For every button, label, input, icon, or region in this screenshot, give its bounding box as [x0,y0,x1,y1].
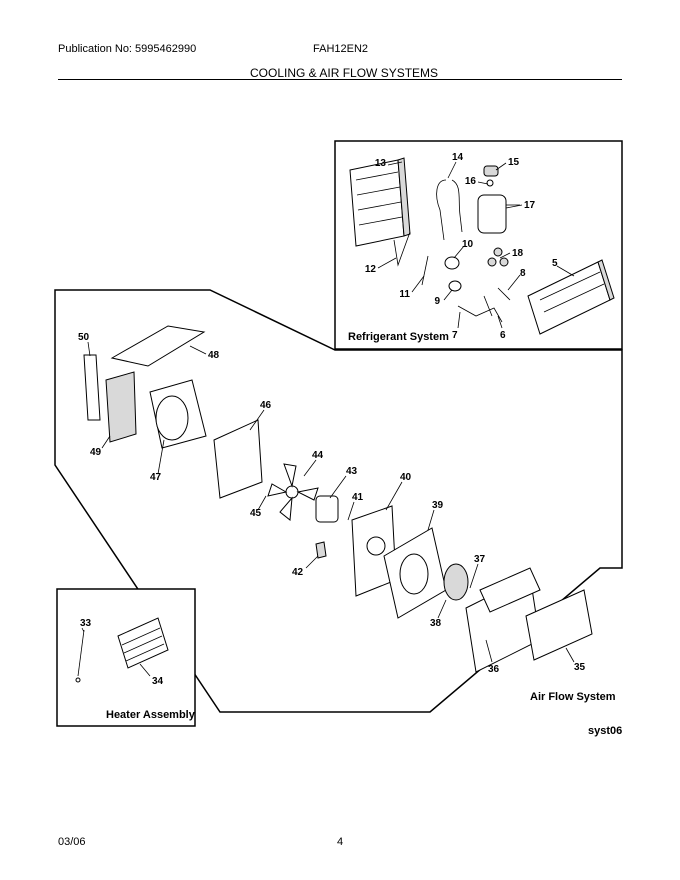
gasket-50 [83,354,101,421]
fan-blade-44 [267,463,319,521]
publication-number: Publication No: 5995462990 [58,43,197,55]
footer-date: 03/06 [58,836,86,848]
callout-40: 40 [400,472,412,483]
callout-34: 34 [152,676,164,687]
footer-page-number: 4 [337,836,344,848]
callout-49: 49 [90,447,102,458]
refrigerant-tube-14 [436,179,463,241]
callout-48: 48 [208,350,220,361]
callout-33: 33 [80,618,92,629]
orifice-39 [383,527,447,619]
callout-44: 44 [312,450,324,461]
overload-clamp [444,256,462,292]
diagram-code: syst06 [588,725,622,737]
callout-15: 15 [508,157,520,168]
callout-43: 43 [346,466,358,477]
callout-42: 42 [292,567,304,578]
callout-9: 9 [434,296,440,307]
grille-35 [525,589,593,661]
callout-50: 50 [78,332,90,343]
callout-45: 45 [250,508,262,519]
refrigerant-system-box [334,140,623,350]
callout-13: 13 [375,158,387,169]
callout-41: 41 [352,492,364,503]
callout-5: 5 [552,258,558,269]
heater-wire-33 [75,629,85,683]
scroll-46 [213,419,263,499]
callout-7: 7 [452,330,458,341]
compressor [477,165,520,234]
evaporator-coil [349,157,411,247]
callout-14: 14 [452,152,464,163]
panel-48 [110,325,206,367]
title-rule [58,79,622,80]
callout-10: 10 [462,239,474,250]
refrigerant-system-label: Refrigerant System [348,331,449,343]
grommets-18 [487,247,509,267]
callout-17: 17 [524,200,536,211]
motor-43 [315,495,339,523]
callout-11: 11 [399,289,410,300]
filter-49 [105,371,137,443]
heater-assembly-label: Heater Assembly [106,709,196,721]
callout-37: 37 [474,554,486,565]
heater-element-34 [117,617,169,669]
callout-12: 12 [365,264,377,275]
callout-47: 47 [150,472,162,483]
callout-18: 18 [512,248,524,259]
callout-6: 6 [500,330,506,341]
section-title: COOLING & AIR FLOW SYSTEMS [250,66,439,80]
callout-36: 36 [488,664,500,675]
callout-35: 35 [574,662,586,673]
callout-39: 39 [432,500,444,511]
condenser-coil [527,259,615,335]
air-flow-system-label: Air Flow System [530,691,616,703]
callout-46: 46 [260,400,272,411]
blower-wheel-38 [443,563,469,601]
clip-42 [315,541,327,559]
shroud-47 [149,379,207,449]
callout-38: 38 [430,618,442,629]
callout-16: 16 [465,176,477,187]
bracket-40 [351,505,397,597]
leader-lines [81,161,575,677]
duct-36 [465,567,541,673]
model-number: FAH12EN2 [313,43,369,55]
capillary-tubes [393,231,511,323]
callout-8: 8 [520,268,526,279]
